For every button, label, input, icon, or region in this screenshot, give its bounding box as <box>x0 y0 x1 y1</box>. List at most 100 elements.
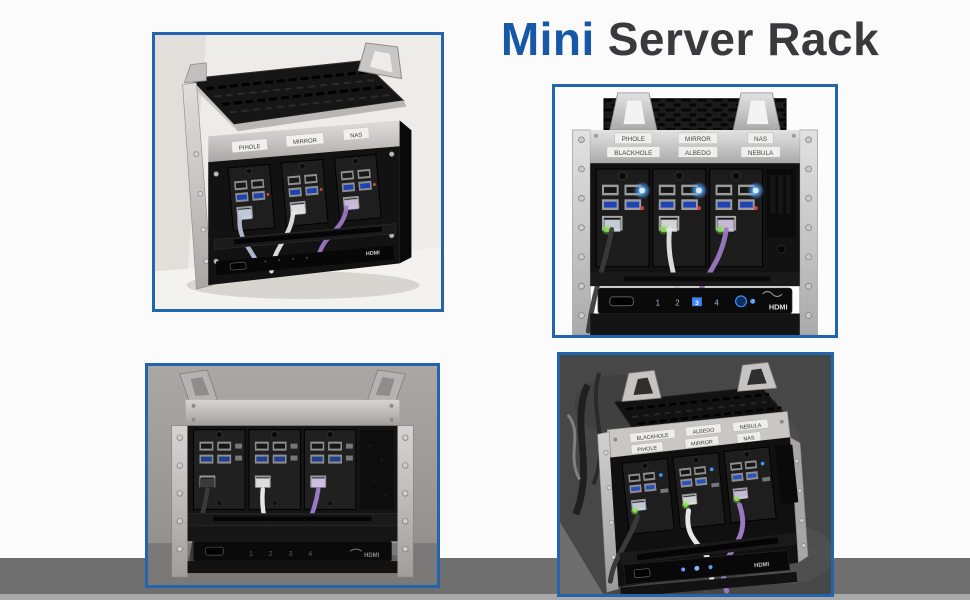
empty-bay-foam <box>359 429 394 510</box>
pi-module <box>193 429 246 510</box>
svg-text:PIHOLE: PIHOLE <box>239 144 261 152</box>
pi-module <box>280 158 329 227</box>
hdmi-logo: HDMI <box>769 303 788 312</box>
svg-text:HDMI: HDMI <box>366 250 381 257</box>
svg-text:NAS: NAS <box>350 133 363 140</box>
svg-text:MIRROR: MIRROR <box>691 439 713 447</box>
photo-angled-white: PIHOLE MIRROR NAS <box>152 32 444 312</box>
rack-rail-right <box>397 425 414 578</box>
svg-text:ALBEDO: ALBEDO <box>692 427 714 435</box>
blank-panel <box>187 525 398 542</box>
label-strip: PIHOLE MIRROR NAS BLACKHOLE ALBEDO NEBUL… <box>590 129 800 164</box>
port-number: 2 <box>675 299 679 308</box>
label-strip: PIHOLE MIRROR NAS <box>208 120 400 163</box>
carry-handle-right <box>732 92 781 131</box>
device-label: PIHOLE <box>622 136 645 143</box>
device-label: BLACKHOLE <box>629 428 676 443</box>
port-number: 3 <box>289 551 293 558</box>
status-led <box>681 567 686 572</box>
device-label: PIHOLE <box>630 441 664 455</box>
device-label: NAS <box>754 136 767 143</box>
hdmi-port <box>633 568 651 579</box>
device-label: NAS <box>736 431 762 444</box>
server-rack: BLACKHOLE ALBEDO NEBULA PIHOLE <box>597 361 809 594</box>
active-port-indicator <box>692 297 702 307</box>
rack-rail-left <box>572 129 591 335</box>
photo-angled-white-svg: PIHOLE MIRROR NAS <box>155 35 441 309</box>
vent-band <box>187 513 398 526</box>
bottom-band <box>590 313 800 335</box>
device-label: ALBEDO <box>685 423 722 437</box>
status-led <box>694 565 700 571</box>
pi-module <box>652 168 708 268</box>
hdmi-switch: HDMI <box>216 245 394 276</box>
carry-handle-left <box>609 92 658 131</box>
vent-band <box>590 272 800 287</box>
port-number: 4 <box>308 551 312 558</box>
photo-angled-concrete-svg: BLACKHOLE ALBEDO NEBULA PIHOLE <box>560 355 831 594</box>
carry-handle <box>184 42 403 84</box>
device-label: BLACKHOLE <box>614 150 652 157</box>
brand-squiggle <box>349 548 363 552</box>
device-label: NEBULA <box>732 418 769 432</box>
pi-module <box>672 452 726 530</box>
brand-squiggle <box>762 291 783 297</box>
device-label: NEBULA <box>748 150 774 157</box>
bottom-band <box>187 561 398 574</box>
svg-text:PIHOLE: PIHOLE <box>637 445 658 453</box>
status-led <box>750 298 756 304</box>
rack-rail-left <box>182 82 213 290</box>
svg-text:BLACKHOLE: BLACKHOLE <box>636 433 669 442</box>
hdmi-logo: HDMI <box>366 250 381 257</box>
rack-rail-left <box>171 425 188 578</box>
hdmi-logo: HDMI <box>364 553 379 559</box>
svg-text:MIRROR: MIRROR <box>293 138 317 146</box>
pi-module <box>248 429 301 510</box>
hdmi-switch: 1 2 3 4 HDMI <box>193 540 392 562</box>
port-number: 2 <box>269 551 273 558</box>
hdmi-port <box>205 546 224 556</box>
vent-band <box>213 223 396 250</box>
pi-module <box>723 446 777 524</box>
title-rest: Server Rack <box>607 13 880 65</box>
device-label: ALBEDO <box>685 150 711 157</box>
device-label: MIRROR <box>685 136 711 143</box>
power-button <box>735 295 747 308</box>
photo-front-powered-svg: PIHOLE MIRROR NAS BLACKHOLE ALBEDO NEBUL… <box>555 87 835 335</box>
bottom-band <box>620 571 798 594</box>
device-label: NAS <box>342 127 370 141</box>
mesh-top <box>613 386 785 430</box>
port-number: 4 <box>714 299 719 308</box>
device-label: PIHOLE <box>231 138 268 153</box>
hdmi-switch: 1 2 3 4 HDMI <box>597 287 793 314</box>
port-number: 3 <box>695 300 699 307</box>
pi-module <box>227 163 276 232</box>
title-highlight: Mini <box>500 13 595 65</box>
device-label: MIRROR <box>285 132 325 147</box>
hdmi-switch: HDMI <box>623 549 791 586</box>
carry-handle-left <box>621 369 662 402</box>
pi-module <box>621 457 675 536</box>
floor-strip-light <box>0 594 970 600</box>
empty-bay-vent <box>774 444 799 504</box>
carry-handle-right <box>737 361 778 392</box>
photo-angled-concrete: BLACKHOLE ALBEDO NEBULA PIHOLE <box>557 352 834 597</box>
ethernet-cable-black <box>607 513 641 584</box>
empty-bay-vent <box>766 169 796 254</box>
hdmi-port <box>229 261 247 271</box>
photo-front-powered: PIHOLE MIRROR NAS BLACKHOLE ALBEDO NEBUL… <box>552 84 838 338</box>
mesh-top <box>189 60 407 132</box>
rack-rail-left <box>597 431 619 593</box>
svg-text:NEBULA: NEBULA <box>740 423 762 431</box>
hdmi-logo: HDMI <box>754 562 770 569</box>
pi-module <box>303 429 357 510</box>
port-number: 1 <box>656 299 660 308</box>
svg-text:NAS: NAS <box>743 435 755 442</box>
vent-band <box>619 532 797 565</box>
label-strip: BLACKHOLE ALBEDO NEBULA PIHOLE <box>606 411 791 458</box>
photo-front-gray: 1 2 3 4 HDMI <box>145 363 440 588</box>
top-bar <box>185 399 400 426</box>
pi-module <box>333 153 382 222</box>
